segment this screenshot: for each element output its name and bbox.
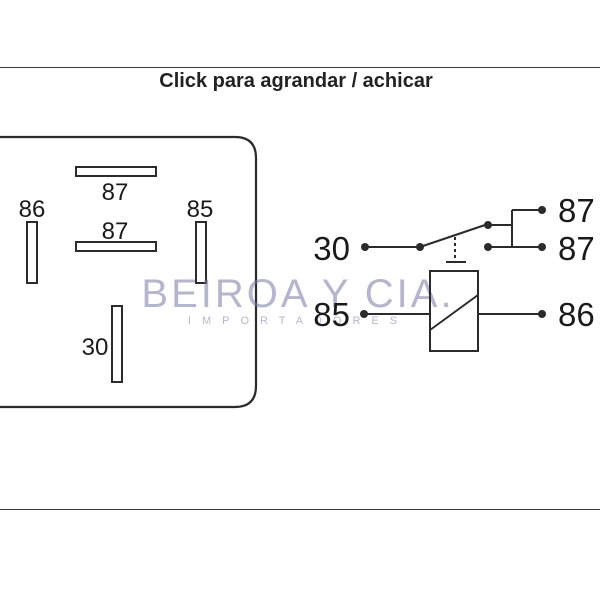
pin-30-blade [111, 305, 123, 383]
coil-diagonal [429, 294, 479, 331]
terminal-85-label: 85 [313, 296, 350, 333]
dot-nc [484, 221, 492, 229]
pin-87-mid-label: 87 [102, 218, 129, 245]
watermark-brand: BEIROA Y CIA. [141, 272, 454, 316]
pin-87-mid-blade [75, 241, 157, 252]
dot-87-top [538, 206, 546, 214]
schematic-labels: 30 85 87 87 86 [313, 192, 594, 333]
dot-no [484, 243, 492, 251]
pin-30-label: 30 [82, 334, 109, 361]
terminal-87-top-label: 87 [558, 192, 595, 229]
terminal-dots [360, 206, 546, 318]
dot-pivot [416, 243, 424, 251]
pin-86-label: 86 [19, 196, 46, 223]
dot-87-bottom [538, 243, 546, 251]
dot-86 [538, 310, 546, 318]
pin-87-top-label: 87 [102, 179, 129, 206]
watermark-tagline: IMPORTADORES [188, 315, 408, 327]
dot-30 [361, 243, 369, 251]
watermark-logo: BEIROA Y CIA. IMPORTADORES [141, 272, 454, 327]
terminal-86-label: 86 [558, 296, 595, 333]
dot-85 [360, 310, 368, 318]
zoom-toggle-title[interactable]: Click para agrandar / achicar [159, 70, 433, 92]
pin-86-blade [26, 221, 38, 284]
pin-85-label: 85 [187, 196, 214, 223]
pin-87-top-blade [75, 166, 157, 177]
switch-arm [419, 224, 486, 248]
terminal-30-label: 30 [313, 230, 350, 267]
terminal-87-bottom-label: 87 [558, 230, 595, 267]
relay-socket: 87 87 86 85 30 [0, 135, 258, 409]
pin-85-blade [195, 221, 207, 284]
content-frame [0, 67, 600, 510]
socket-outline [0, 135, 258, 409]
relay-coil [429, 270, 479, 352]
